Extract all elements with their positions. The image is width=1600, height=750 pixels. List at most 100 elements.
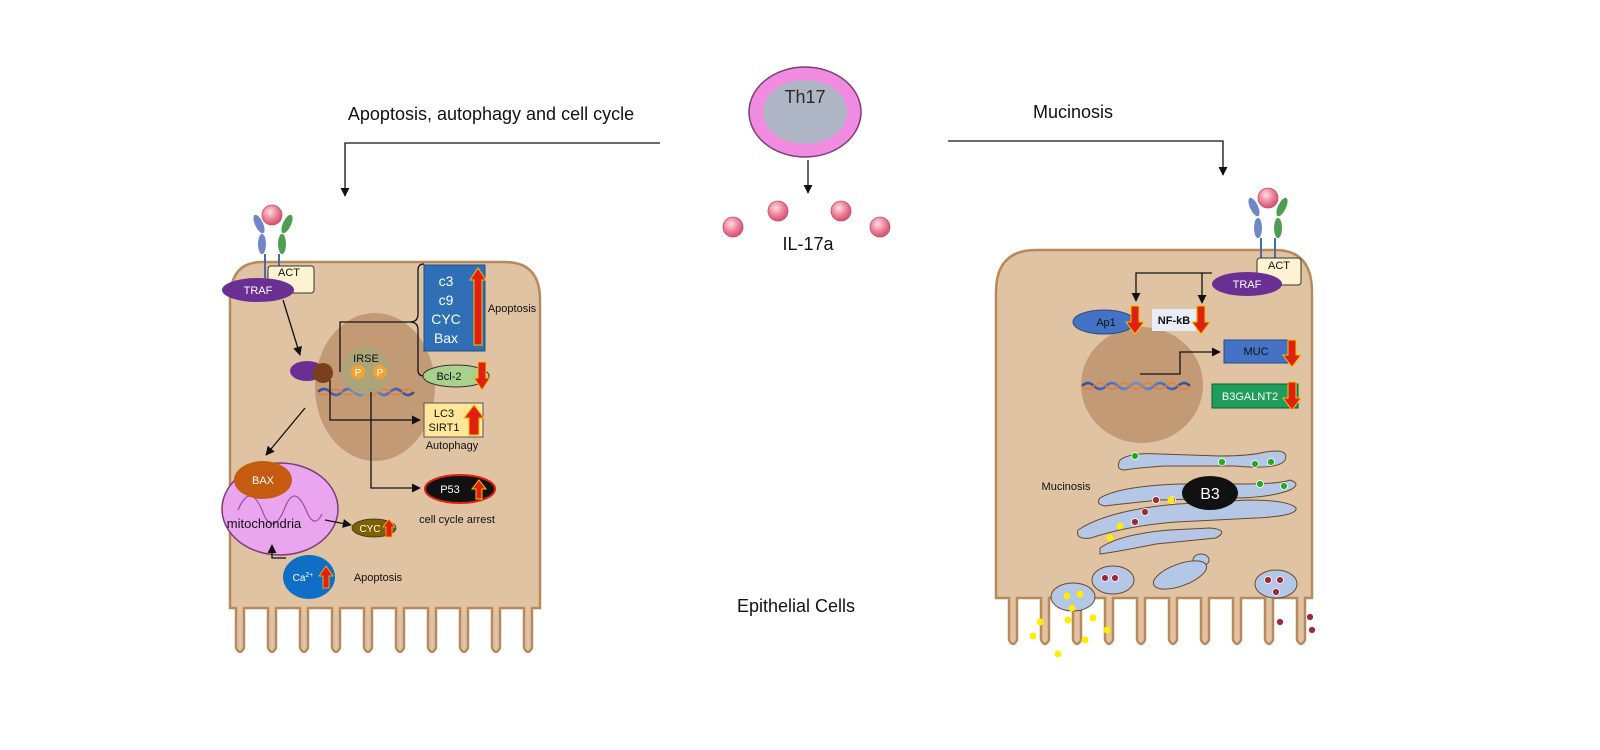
maroon-dot (1308, 626, 1316, 634)
complex-to-autophagy-arrow (329, 380, 421, 425)
p53-label: P53 (440, 484, 460, 496)
bax-label: BAX (252, 475, 275, 487)
right-dna-strand (1081, 381, 1191, 391)
maroon-dot (1111, 574, 1119, 582)
receptor-subunit-green (278, 234, 286, 254)
dna-to-muc-arrow (1140, 347, 1221, 375)
phospho-p-label: P (355, 368, 362, 379)
il17a-label: IL-17a (782, 234, 834, 254)
green-dot (1280, 482, 1288, 490)
maroon-dot (1141, 508, 1149, 516)
green-glycan-dots (1131, 452, 1288, 490)
ca-to-mito-arrow (267, 544, 286, 559)
irse-complex (342, 347, 390, 395)
right-il17-receptor (1248, 187, 1288, 262)
right-traf-label: TRAF (1233, 279, 1262, 291)
complex-to-apoptosis-line (339, 321, 410, 372)
autophagy-marker: LC3 (434, 408, 454, 420)
green-dot (1267, 458, 1275, 466)
left-traf-label: TRAF (244, 285, 273, 297)
nfkb-box (1152, 309, 1196, 331)
b3galnt2-box (1211, 383, 1299, 409)
mitochondria-label: mitochondria (227, 516, 302, 531)
receptor-ligand-ball (1257, 187, 1279, 209)
cytokine-ball (869, 216, 891, 238)
receptor-subunit-green (1274, 218, 1282, 238)
apoptosis-marker: CYC (431, 311, 461, 327)
cytokine-ball (722, 216, 744, 238)
traf-to-ap1-arrow (1131, 272, 1212, 302)
apoptosis-up-arrow-icon (469, 267, 487, 346)
maroon-dot (1152, 496, 1160, 504)
ap1-down-arrow-icon (1125, 305, 1145, 335)
receptor-subunit-blue (1254, 218, 1262, 238)
green-dot (1251, 460, 1259, 468)
right-pathway-title: Mucinosis (1033, 102, 1113, 122)
right-act-label: ACT (1268, 260, 1290, 272)
signaling-complex-partner (313, 363, 333, 383)
left-il17-receptor (253, 204, 293, 278)
green-dot (1256, 480, 1264, 488)
cytokine-ball (830, 200, 852, 222)
calcium-label: Ca2+ (293, 572, 314, 584)
bcl2-bracket (409, 321, 425, 377)
autophagy-up-arrow-icon (462, 404, 486, 436)
golgi-cisterna (1099, 527, 1223, 555)
yellow-secretion-dots (1029, 496, 1175, 658)
golgi-cisterna (1117, 450, 1287, 471)
phospho-p-label: P (377, 368, 384, 379)
right-traf (1212, 272, 1282, 296)
yellow-dot (1089, 614, 1097, 622)
mitochondria-cristae (237, 495, 323, 525)
b3-label: B3 (1200, 486, 1220, 503)
receptor-subunit-green (281, 214, 293, 234)
right-pathway-arrow (948, 140, 1228, 176)
maroon-dot (1264, 576, 1272, 584)
maroon-dot (1131, 518, 1139, 526)
right-epithelial-cell: ACT TRAF Ap1 NF-kB MUC B3GALNT2 (994, 187, 1316, 658)
apoptosis-label: Apoptosis (488, 303, 537, 315)
b3-oval (1182, 476, 1238, 510)
irse-label: IRSE (353, 353, 379, 365)
traf-to-complex-arrow (282, 299, 302, 356)
left-act-label: ACT (278, 267, 300, 279)
yellow-dot (1076, 590, 1084, 598)
left-pathway-arrow (340, 142, 660, 197)
left-pathway-title: Apoptosis, autophagy and cell cycle (348, 104, 634, 124)
receptor-ligand-ball (261, 204, 283, 226)
maroon-dot (1272, 588, 1280, 596)
autophagy-marker: SIRT1 (429, 422, 460, 434)
bcl2-oval (422, 364, 490, 388)
green-dot (1218, 458, 1226, 466)
autophagy-label: Autophagy (426, 440, 479, 452)
th17-label: Th17 (784, 87, 825, 107)
apoptosis-marker: c3 (439, 273, 454, 289)
yellow-dot (1116, 522, 1124, 530)
ap1-label: Ap1 (1096, 317, 1116, 329)
bcl2-down-arrow-icon (473, 361, 491, 391)
green-dot (1131, 452, 1139, 460)
calcium-symbol: Ca (293, 573, 306, 584)
cytokine-ball (767, 200, 789, 222)
bcl2-label: Bcl-2 (436, 371, 461, 383)
cyc-oval (351, 518, 397, 538)
right-dna-strand-2 (1081, 382, 1191, 390)
yellow-dot (1103, 626, 1111, 634)
cell-cycle-arrest-label: cell cycle arrest (419, 514, 495, 526)
mucinosis-label: Mucinosis (1042, 481, 1091, 493)
calcium-up-arrow-icon (318, 565, 334, 589)
yellow-dot (1054, 650, 1062, 658)
epithelial-cells-label: Epithelial Cells (737, 596, 855, 616)
calcium-oval (283, 555, 335, 599)
complex-to-p53-arrow (370, 392, 421, 493)
apoptosis-bracket (409, 263, 425, 323)
complex-to-bax-arrow (265, 407, 306, 456)
yellow-dot (1029, 632, 1037, 640)
muc-label: MUC (1243, 346, 1268, 358)
yellow-dot (1081, 636, 1089, 644)
th17-cell: Th17 (748, 66, 862, 158)
b3galnt2-label: B3GALNT2 (1222, 391, 1278, 403)
b3galnt2-down-arrow-icon (1282, 381, 1302, 411)
il17a-cytokines (722, 200, 891, 238)
